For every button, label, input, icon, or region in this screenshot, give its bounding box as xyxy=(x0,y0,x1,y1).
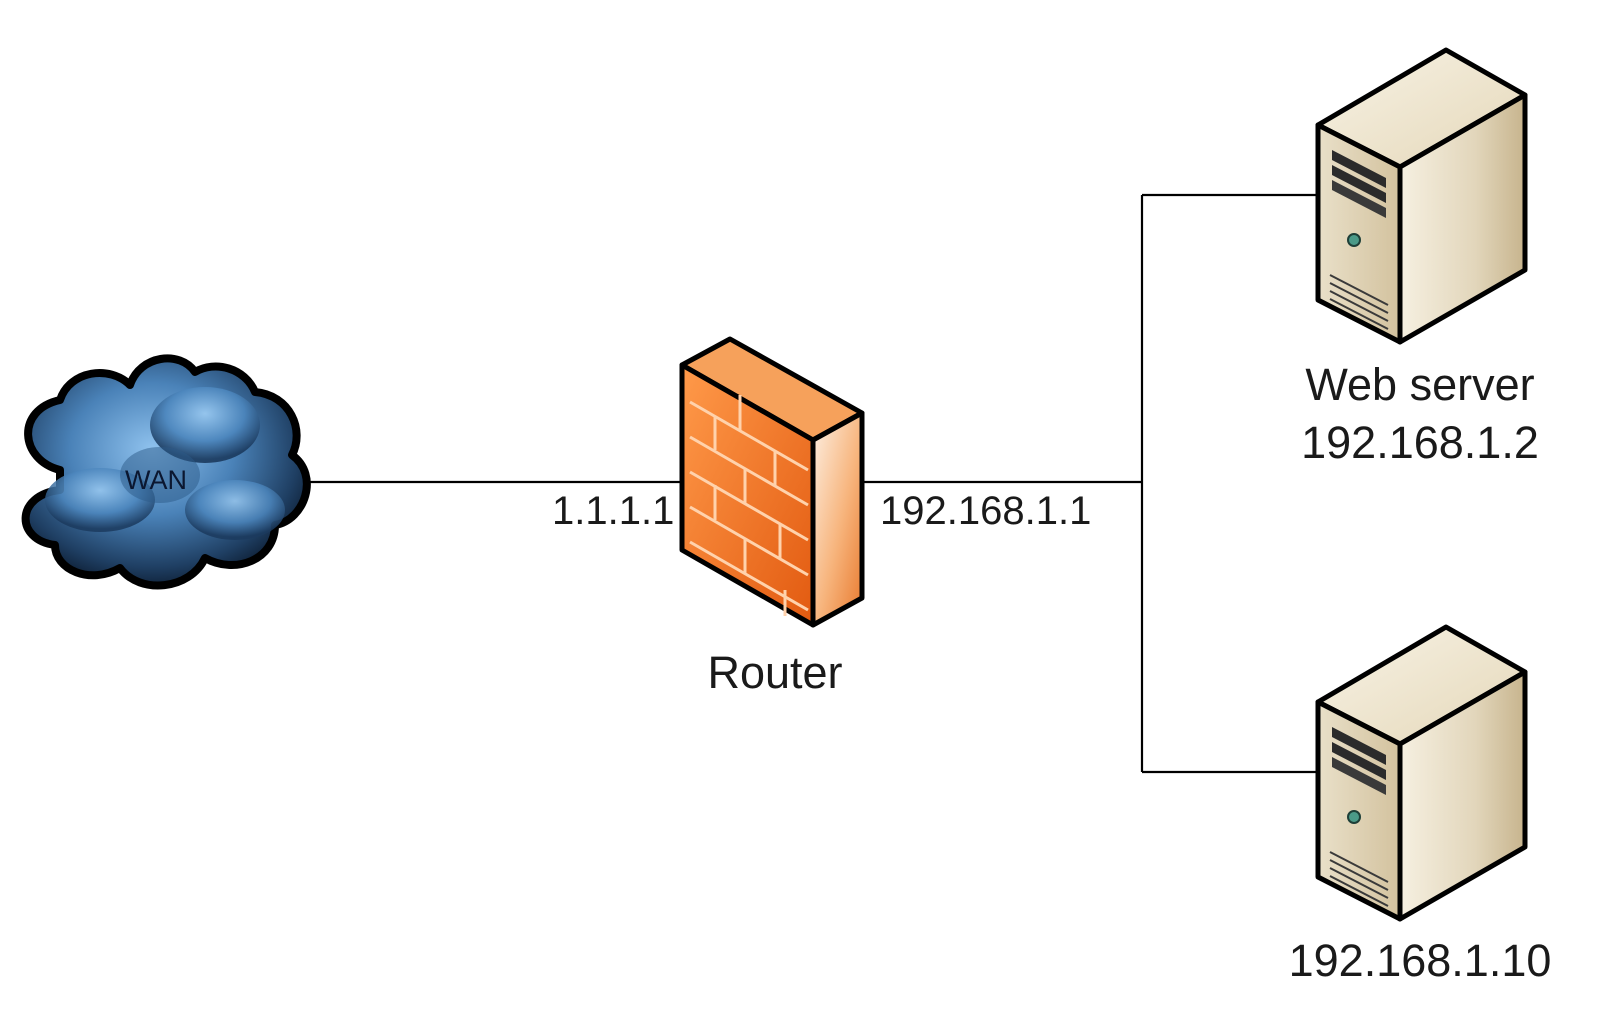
cloud-icon: WAN xyxy=(21,354,311,590)
firewall-icon xyxy=(679,336,865,628)
server-icon xyxy=(1318,50,1525,342)
router-wan-ip: 1.1.1.1 xyxy=(552,489,674,533)
router-lan-ip: 192.168.1.1 xyxy=(880,489,1091,533)
router-label: Router xyxy=(707,647,842,698)
server-icon xyxy=(1318,627,1525,919)
web-server-ip: 192.168.1.2 xyxy=(1301,417,1539,468)
connection-lines xyxy=(300,193,1318,774)
wan-label: WAN xyxy=(125,465,187,495)
host-ip: 192.168.1.10 xyxy=(1289,935,1552,986)
web-server-label: Web server xyxy=(1305,359,1534,410)
